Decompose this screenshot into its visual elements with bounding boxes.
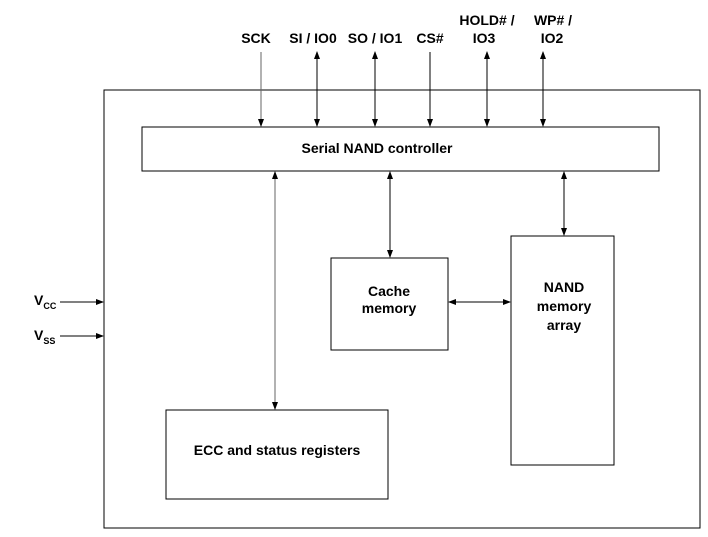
cache-memory-block xyxy=(330,257,449,351)
pin-wp-label-2: IO2 xyxy=(541,30,564,46)
pin-cs-label: CS# xyxy=(416,30,443,46)
ecc-label: ECC and status registers xyxy=(194,442,361,458)
cache-label-2: memory xyxy=(362,300,417,316)
nand-label-2: memory xyxy=(537,298,592,314)
cache-label-1: Cache xyxy=(368,283,410,299)
nand-array-block xyxy=(510,235,615,466)
nand-label-3: array xyxy=(547,317,581,333)
nand-label-1: NAND xyxy=(544,279,584,295)
controller-block xyxy=(141,126,660,172)
pin-si-label: SI / IO0 xyxy=(289,30,337,46)
pin-so-label: SO / IO1 xyxy=(348,30,403,46)
pin-wp-label-1: WP# / xyxy=(534,12,572,28)
ecc-block xyxy=(165,409,389,500)
vss-label: VSS xyxy=(34,327,55,346)
pin-hold-label-2: IO3 xyxy=(473,30,496,46)
controller-label: Serial NAND controller xyxy=(302,140,453,156)
pin-hold-label-1: HOLD# / xyxy=(459,12,514,28)
pin-sck-label: SCK xyxy=(241,30,271,46)
vcc-label: VCC xyxy=(34,292,57,311)
